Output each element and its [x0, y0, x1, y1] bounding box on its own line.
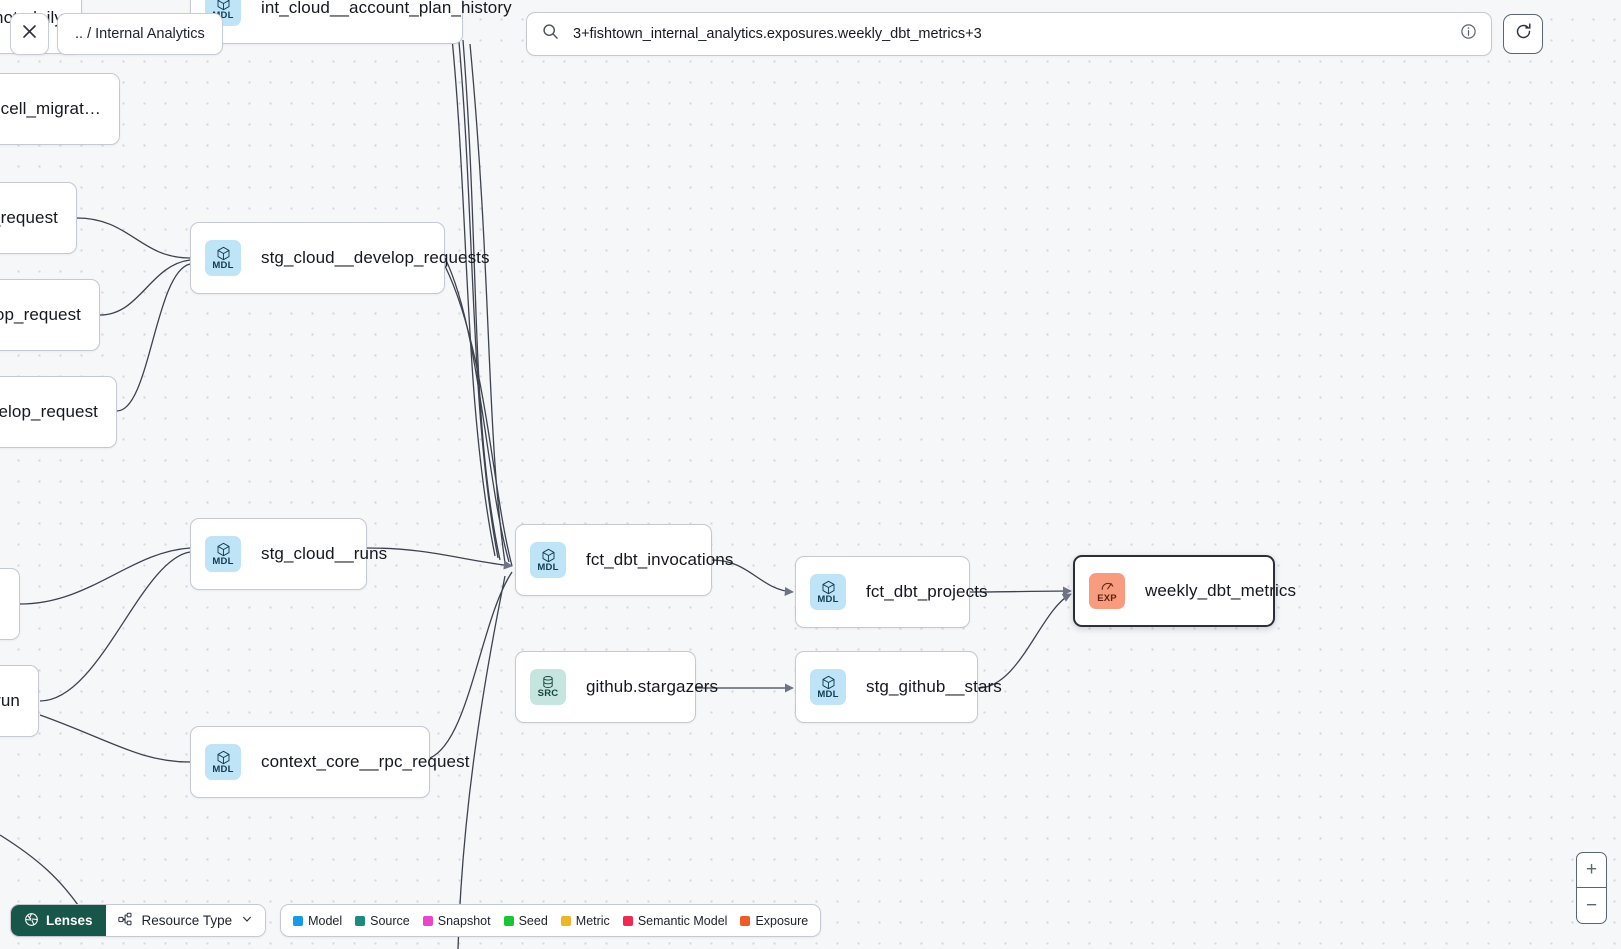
- node-label: .run: [0, 691, 20, 710]
- lenses-group[interactable]: Lenses Resource Type: [10, 904, 267, 937]
- legend-item[interactable]: Seed: [503, 913, 548, 928]
- info-circle-icon[interactable]: [1460, 23, 1477, 45]
- node-type-badge-label: MDL: [537, 561, 559, 573]
- graph-node[interactable]: MDL stg_cloud__develop_requests: [190, 222, 489, 294]
- legend-swatch: [560, 915, 571, 926]
- node-label: fct_dbt_projects: [866, 582, 988, 601]
- node-type-badge-label: MDL: [817, 593, 839, 605]
- graph-node[interactable]: MDL int_cloud__account_plan_history: [190, 0, 512, 44]
- close-icon: [21, 23, 38, 45]
- legend-item[interactable]: Snapshot: [422, 913, 491, 928]
- graph-node[interactable]: multicell_migrat…: [0, 73, 120, 145]
- graph-node[interactable]: MDL context_core__rpc_request: [190, 726, 469, 798]
- graph-node[interactable]: MDL fct_dbt_invocations: [515, 524, 733, 596]
- node-label: n: [0, 594, 1, 614]
- node-label: fct_dbt_invocations: [586, 550, 734, 569]
- legend-label: Exposure: [755, 913, 809, 928]
- legend-label: Seed: [518, 913, 548, 928]
- node-type-badge-label: MDL: [212, 259, 234, 271]
- resource-type-legend: Model Source Snapshot Seed Metric Semantic Mo…: [280, 904, 822, 937]
- legend-label: Source: [370, 913, 410, 928]
- zoom-controls[interactable]: + −: [1576, 852, 1607, 924]
- legend-label: Snapshot: [437, 913, 491, 928]
- breadcrumb[interactable]: .. / Internal Analytics: [57, 13, 223, 55]
- node-label: _develop_request: [0, 402, 98, 421]
- node-type-badge-label: MDL: [212, 555, 234, 567]
- lenses-button[interactable]: Lenses: [11, 905, 106, 936]
- graph-node[interactable]: op_request: [0, 182, 77, 254]
- legend-swatch: [740, 915, 751, 926]
- search-input[interactable]: [571, 25, 1460, 43]
- cube-icon: MDL: [530, 542, 566, 578]
- lenses-label: Lenses: [46, 913, 93, 928]
- node-label: stg_cloud__develop_requests: [261, 248, 490, 267]
- node-label: stg_github__stars: [866, 677, 1002, 696]
- database-icon: SRC: [530, 669, 566, 705]
- node-label: weekly_dbt_metrics: [1145, 581, 1297, 600]
- breadcrumb-label: .. / Internal Analytics: [75, 26, 205, 42]
- close-button[interactable]: [10, 13, 49, 55]
- gauge-icon: EXP: [1089, 573, 1125, 609]
- graph-node[interactable]: .run: [0, 665, 39, 737]
- legend-swatch: [422, 915, 433, 926]
- legend-label: Semantic Model: [637, 913, 728, 928]
- legend-label: Metric: [575, 913, 610, 928]
- node-type-badge-label: EXP: [1097, 592, 1117, 604]
- legend-swatch: [622, 915, 633, 926]
- legend-item[interactable]: Model: [293, 914, 342, 928]
- hierarchy-icon: [117, 912, 133, 930]
- cube-icon: MDL: [205, 744, 241, 780]
- cube-icon: MDL: [810, 669, 846, 705]
- refresh-icon: [1514, 22, 1533, 46]
- graph-node[interactable]: n: [0, 568, 20, 640]
- node-type-badge-label: MDL: [817, 688, 839, 700]
- refresh-button[interactable]: [1503, 14, 1543, 54]
- node-type-badge-label: MDL: [212, 9, 234, 21]
- legend-swatch: [355, 915, 366, 926]
- node-label: stg_cloud__runs: [261, 544, 388, 563]
- graph-node[interactable]: EXP weekly_dbt_metrics: [1073, 555, 1296, 627]
- zoom-out-button[interactable]: −: [1585, 894, 1598, 916]
- graph-node[interactable]: MDL stg_github__stars: [795, 651, 1002, 723]
- legend-swatch: [503, 915, 514, 926]
- node-label: op_request: [0, 208, 58, 227]
- legend-item[interactable]: Exposure: [740, 914, 808, 928]
- node-type-badge-label: SRC: [537, 688, 559, 699]
- search-bar[interactable]: [526, 12, 1492, 56]
- cube-icon: MDL: [205, 240, 241, 276]
- search-icon: [542, 23, 559, 45]
- cube-icon: MDL: [810, 574, 846, 610]
- node-label: int_cloud__account_plan_history: [261, 0, 512, 17]
- legend-item[interactable]: Semantic Model: [622, 913, 728, 928]
- legend-item[interactable]: Metric: [560, 913, 610, 928]
- legend-item[interactable]: Source: [355, 914, 410, 928]
- node-label: multicell_migrat…: [0, 99, 101, 118]
- bottom-toolbar[interactable]: Lenses Resource Type: [10, 904, 822, 937]
- legend-swatch: [293, 915, 304, 926]
- zoom-in-button[interactable]: +: [1577, 853, 1606, 888]
- lens-aperture-icon: [24, 912, 39, 930]
- graph-node[interactable]: SRC github.stargazers: [515, 651, 718, 723]
- graph-node[interactable]: velop_request: [0, 279, 100, 351]
- node-label: velop_request: [0, 305, 81, 324]
- node-label: github.stargazers: [586, 677, 719, 696]
- cube-icon: MDL: [205, 536, 241, 572]
- legend-label: Model: [308, 913, 343, 928]
- resource-type-label: Resource Type: [141, 913, 233, 928]
- chevron-down-icon: [241, 913, 253, 928]
- resource-type-dropdown[interactable]: Resource Type: [105, 905, 266, 936]
- graph-node[interactable]: MDL fct_dbt_projects: [795, 556, 988, 628]
- node-label: context_core__rpc_request: [261, 752, 470, 771]
- graph-node[interactable]: MDL stg_cloud__runs: [190, 518, 387, 590]
- node-type-badge-label: MDL: [212, 763, 234, 775]
- graph-node[interactable]: _develop_request: [0, 376, 117, 448]
